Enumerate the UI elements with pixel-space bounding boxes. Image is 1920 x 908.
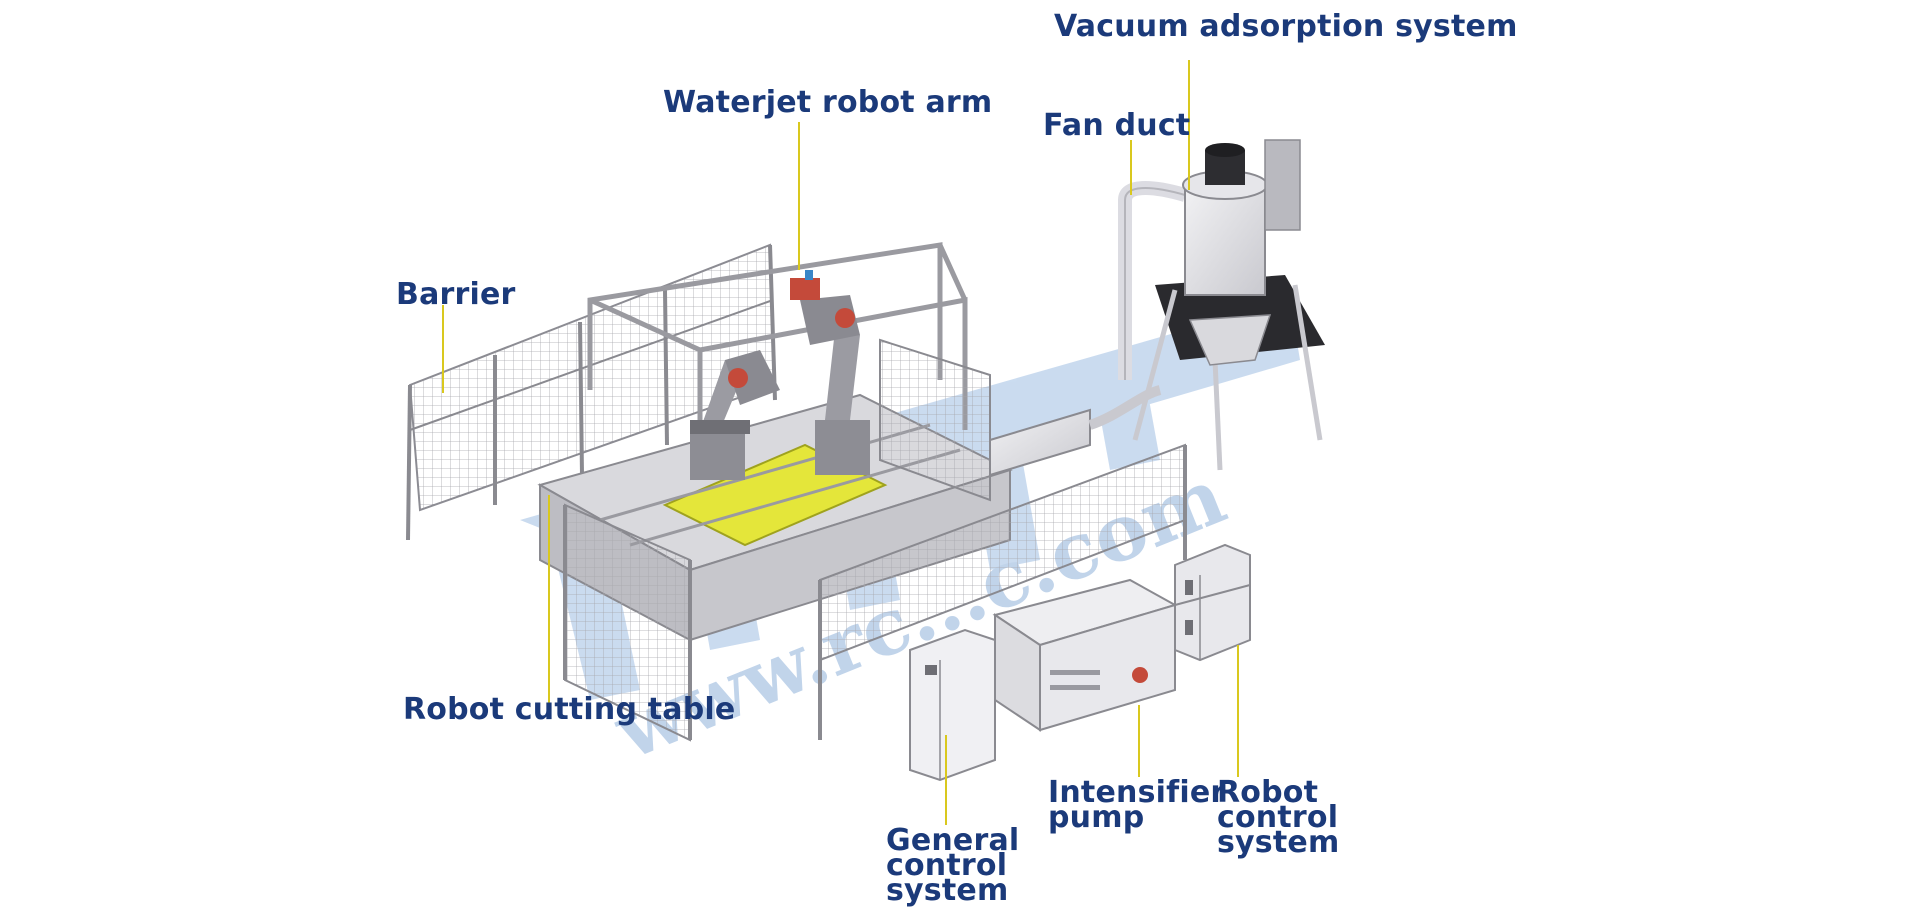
vacuum-tower: [1118, 139, 1325, 471]
label-intensifier-line-1: Intensifier: [1048, 775, 1226, 810]
label-fan-duct: Fan duct: [1043, 108, 1191, 143]
label-general-control-line-2: control: [886, 848, 1008, 883]
leader-line-cutting-table: [548, 495, 550, 705]
label-waterjet-robot-arm: Waterjet robot arm: [663, 85, 993, 120]
leader-line-waterjet: [798, 122, 800, 270]
label-general-control-line-1: General: [886, 823, 1020, 858]
leader-line-barrier: [442, 305, 444, 393]
leader-line-vacuum: [1188, 60, 1190, 190]
label-intensifier-line-2: pump: [1048, 800, 1145, 835]
general-control-cabinet: [909, 628, 996, 782]
robot-arm-right: [790, 270, 870, 475]
label-intensifier-pump: Intensifier pump: [1048, 775, 1226, 835]
label-general-control-line-3: system: [886, 873, 1009, 908]
label-barrier: Barrier: [396, 277, 516, 312]
gantry-frame: [587, 242, 968, 440]
leader-line-intensifier: [1138, 705, 1140, 777]
leader-line-fan-duct: [1130, 140, 1132, 195]
label-robot-control-system: Robot control system: [1217, 775, 1340, 860]
front-fence: [563, 338, 1187, 742]
label-general-control-system: General control system: [886, 823, 1020, 908]
robot-arm-left: [690, 350, 780, 480]
leader-line-robot-control: [1237, 645, 1239, 777]
label-robot-control-line-2: control: [1217, 800, 1339, 835]
label-robot-cutting-table: Robot cutting table: [403, 692, 736, 727]
robot-control-cabinets: [1174, 543, 1251, 662]
label-robot-control-line-3: system: [1217, 825, 1340, 860]
intensifier-pump: [992, 578, 1178, 732]
label-robot-control-line-1: Robot: [1217, 775, 1319, 810]
leader-line-general-control: [945, 735, 947, 825]
label-vacuum-adsorption-system: Vacuum adsorption system: [1054, 9, 1518, 44]
duct-trough: [989, 385, 1162, 477]
